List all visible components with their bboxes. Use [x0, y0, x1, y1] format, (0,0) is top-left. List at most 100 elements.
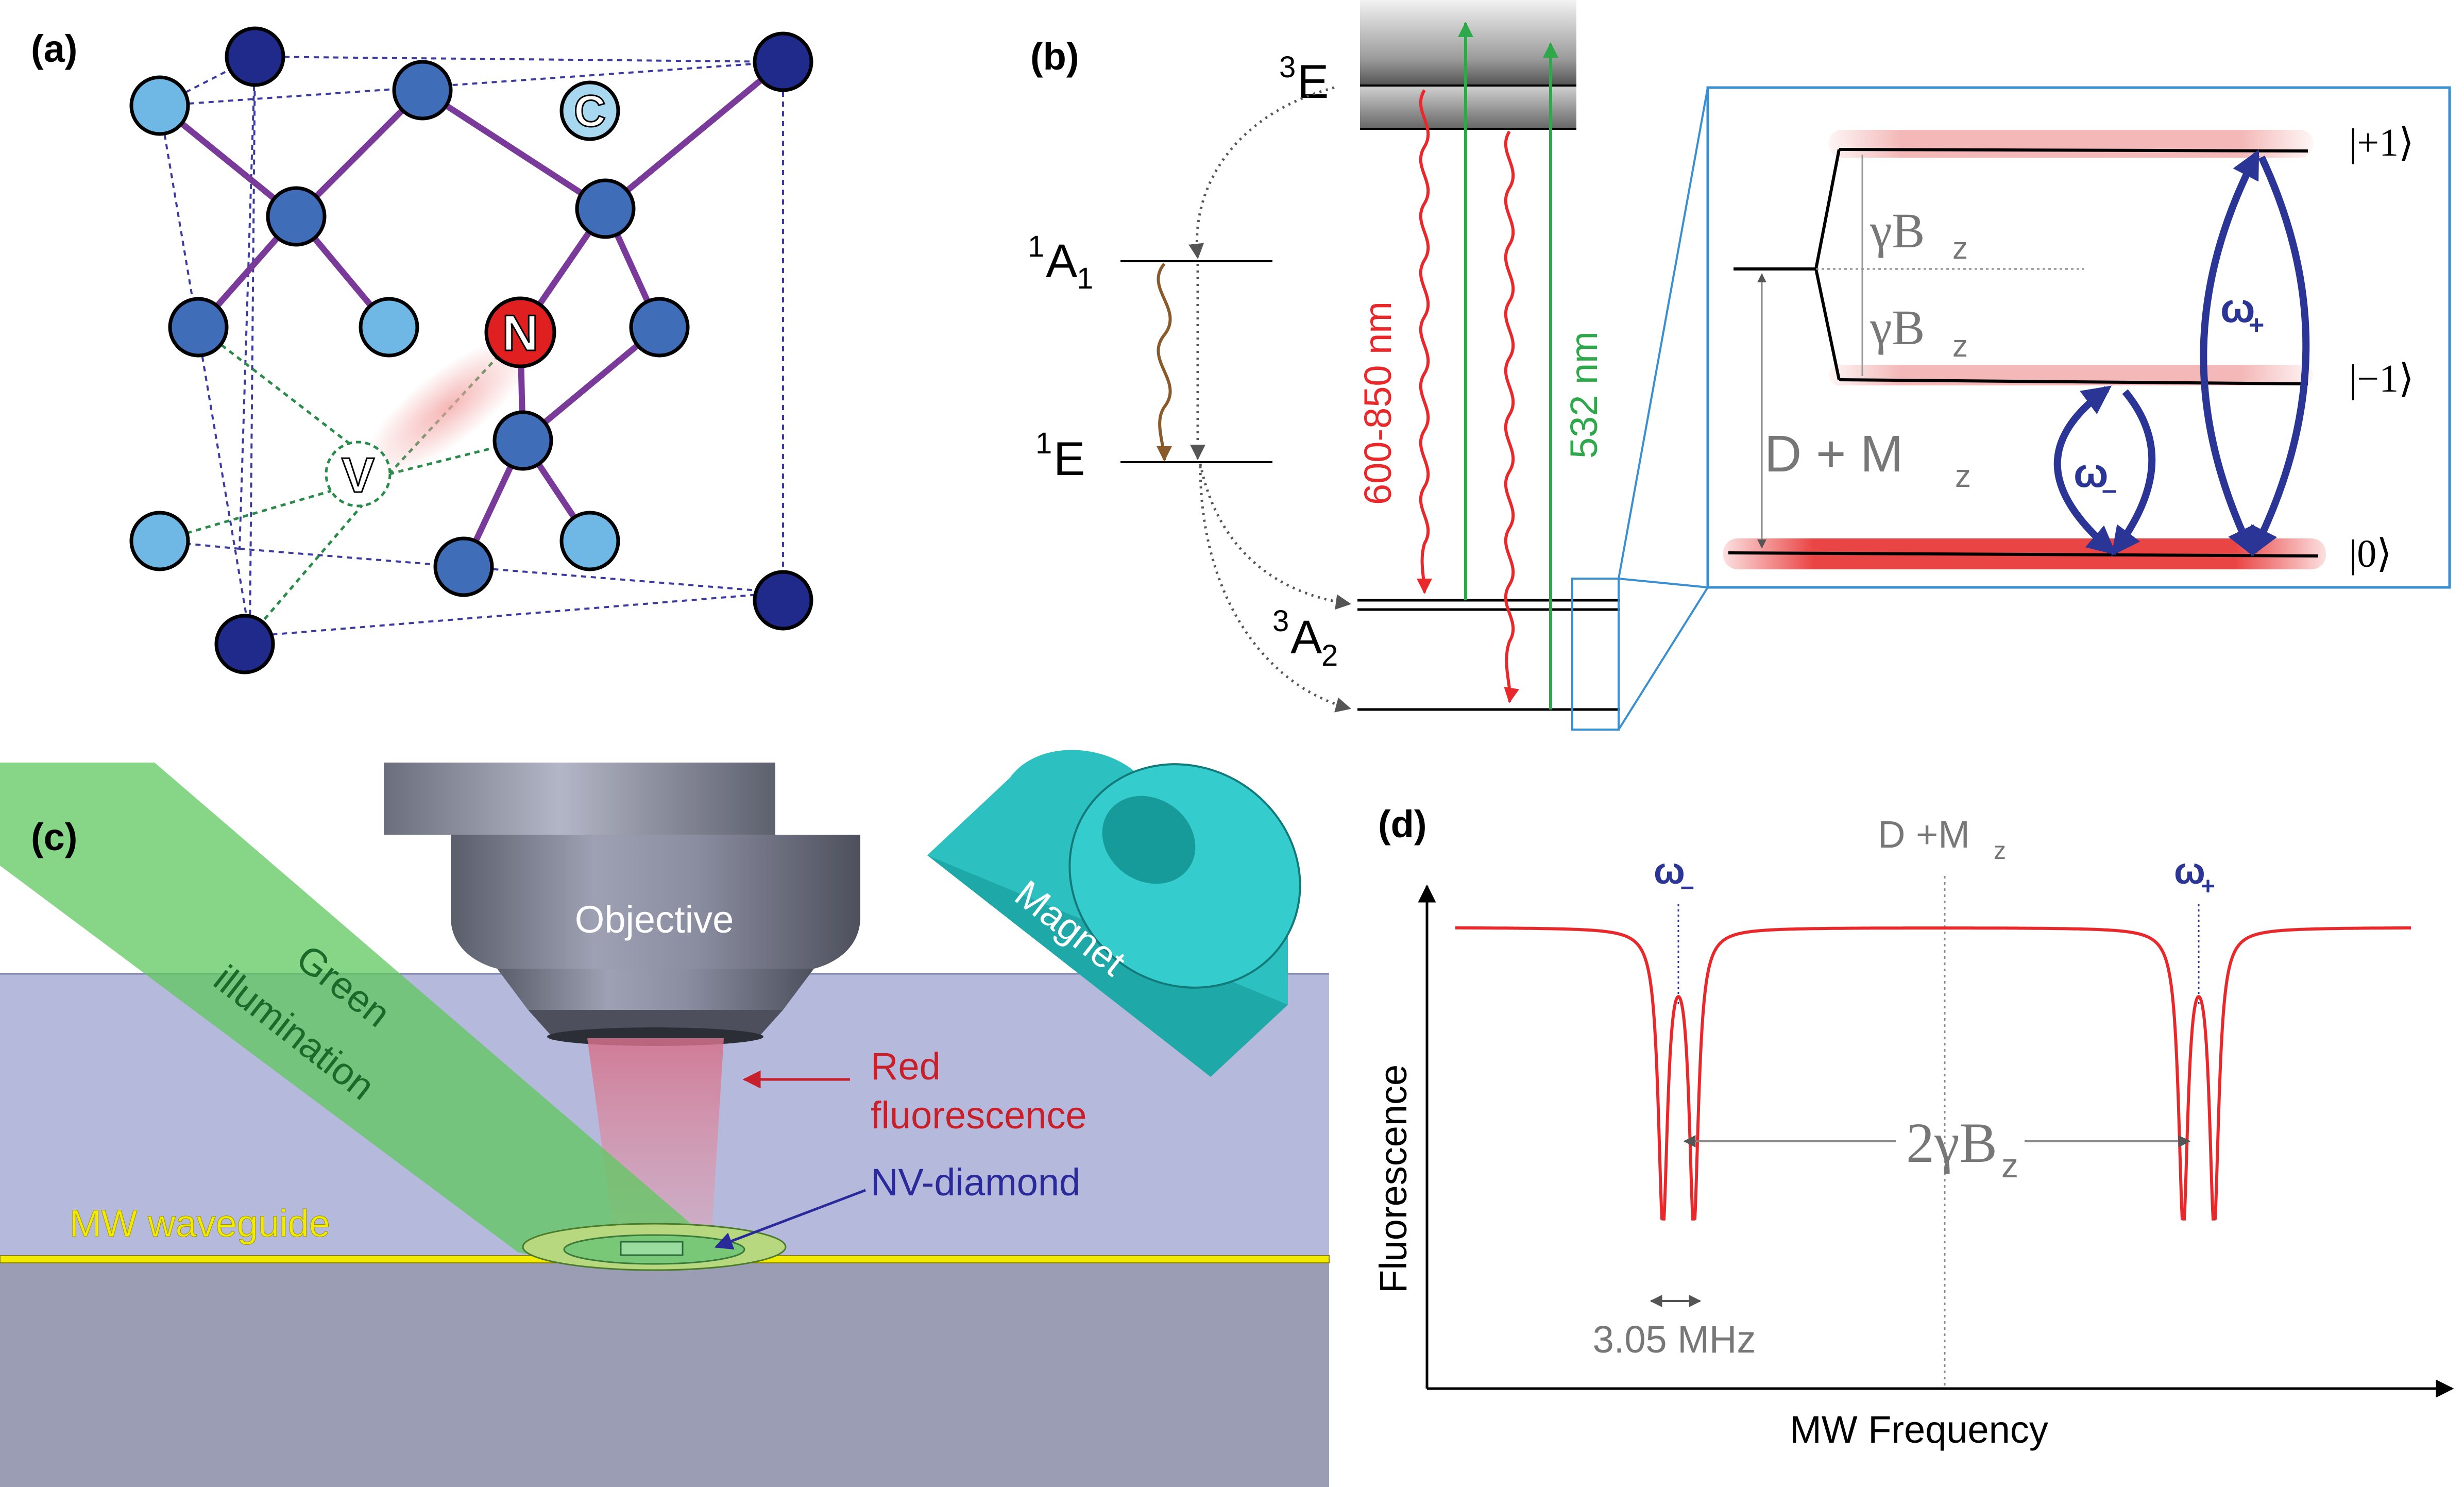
panel-c-label: (c)	[31, 816, 77, 858]
carbon-atom	[433, 536, 494, 597]
ground-triplet-sup: 3	[1272, 604, 1289, 638]
carbon-atom	[214, 614, 275, 674]
omega-plus-arrow	[2200, 149, 2260, 557]
singlet-a1-text: A	[1046, 235, 1078, 288]
zeeman-upper-sub: z	[1952, 231, 1968, 265]
omega-minus-label: ω –	[2074, 450, 2117, 505]
singlet-a1-sup: 1	[1028, 230, 1044, 263]
vacancy-label: V	[342, 448, 375, 503]
zero-field-label: D + M z	[1764, 425, 1971, 494]
nv-diamond-chip	[620, 1241, 684, 1256]
center-frequency-text: D +M	[1878, 813, 1970, 856]
nv-axis-glow	[364, 337, 533, 477]
nitrogen-label: N	[502, 305, 539, 361]
carbon-atom	[359, 297, 419, 358]
red-fluorescence-label-2: fluorescence	[871, 1094, 1087, 1137]
excited-band-upper	[1360, 0, 1576, 85]
vacancy-site	[325, 441, 392, 508]
odmr-spectrum-line	[1455, 926, 2411, 1221]
zeeman-lower-sub: z	[1952, 329, 1968, 363]
nv-diamond-pointer	[714, 1189, 866, 1250]
state-zero-label: |0⟩	[2349, 532, 2392, 576]
y-axis-label: Fluorescence	[1372, 1064, 1415, 1293]
emission-wavelength-label: 600-850 nm	[1356, 301, 1399, 505]
omega-plus-text: ω	[2220, 285, 2255, 331]
emission-arrow	[1504, 130, 1519, 703]
carbon-atom	[575, 178, 636, 239]
state-plus-label: |+1⟩	[2349, 121, 2414, 164]
spin-inset: γB z γB z D + M z ω – ω +	[1706, 86, 2451, 589]
zoom-connector	[1618, 578, 1708, 588]
omega-minus-arrow	[2053, 385, 2117, 555]
carbon-atom	[753, 570, 813, 631]
splitting-label: 2γB z	[1906, 1111, 2018, 1185]
omega-plus-peak-text: ω	[2174, 851, 2205, 892]
omega-plus-sub: +	[2249, 310, 2264, 340]
objective-lens	[384, 763, 860, 1046]
panel-a: (a)	[31, 26, 813, 674]
excitation-wavelength-label: 532 nm	[1562, 331, 1605, 459]
omega-minus-peak-sub: –	[1680, 873, 1694, 900]
zeeman-upper-label: γB z	[1870, 203, 1968, 265]
panel-c: (c) Objective Magnet Green illumination …	[0, 750, 1330, 1487]
objective-label: Objective	[575, 898, 734, 941]
ground-triplet-sub: 2	[1321, 639, 1338, 672]
nv-diamond-label: NV-diamond	[871, 1161, 1080, 1204]
center-frequency-label: D +M z	[1878, 813, 2006, 865]
magnet-bore	[1102, 796, 1196, 884]
zoom-box	[1571, 578, 1620, 731]
carbon-atom	[168, 297, 229, 358]
panel-d-label: (d)	[1378, 803, 1427, 846]
zero-field-text: D + M	[1764, 425, 1903, 483]
zoom-connector	[1618, 87, 1709, 579]
singlet-e-sup: 1	[1035, 427, 1052, 460]
carbon-atom	[559, 511, 620, 571]
objective-tip	[497, 969, 814, 1010]
ground-triplet-label: 3 A 2	[1272, 604, 1338, 672]
zeeman-lower-text: γB	[1870, 300, 1925, 355]
splitting-sub: z	[2001, 1146, 2018, 1185]
zeeman-lower-label: γB z	[1870, 300, 1968, 363]
magnet	[927, 750, 1301, 1077]
base-layer	[0, 1262, 1329, 1487]
omega-plus-arrow	[2250, 156, 2310, 557]
carbon-atom	[629, 297, 690, 358]
carbon-atom	[225, 26, 285, 87]
green-illumination-beam	[0, 763, 706, 1257]
waveguide-label: MW waveguide	[70, 1202, 330, 1245]
x-axis-label: MW Frequency	[1790, 1408, 2048, 1451]
carbon-atom	[492, 410, 553, 471]
carbon-atom	[753, 31, 813, 92]
hyperfine-label: 3.05 MHz	[1593, 1318, 1756, 1361]
zeeman-split-lines	[1814, 149, 1841, 380]
ground-triplet-text: A	[1290, 611, 1322, 664]
panel-b: (b) 3 E 1 A 1 1 E 3 A 2	[1028, 0, 2451, 731]
excited-triplet-sup: 3	[1279, 50, 1296, 84]
singlet-a1-label: 1 A 1	[1028, 230, 1093, 295]
omega-minus-text: ω	[2074, 450, 2109, 496]
splitting-text: 2γB	[1906, 1111, 1997, 1174]
state-minus-label: |−1⟩	[2349, 357, 2414, 400]
carbon-atom	[129, 75, 190, 136]
objective-body-top	[384, 763, 775, 835]
atoms	[129, 26, 813, 674]
zoom-connector	[1618, 586, 1709, 731]
excited-triplet-label: 3 E	[1279, 50, 1329, 108]
singlet-a1-sub: 1	[1077, 262, 1093, 295]
omega-plus-peak-sub: +	[2201, 873, 2215, 900]
nitrogen-atom	[484, 296, 556, 368]
singlet-e-label: 1 E	[1035, 427, 1085, 485]
omega-minus-peak-label: ω –	[1654, 851, 1694, 900]
center-frequency-sub: z	[1994, 837, 2006, 865]
omega-minus-sub: –	[2102, 475, 2117, 505]
emission-arrow	[1416, 89, 1432, 594]
state-plus-band	[1829, 130, 2313, 158]
panel-d: (d) Fluorescence MW Frequency D +M z ω –…	[1372, 803, 2454, 1451]
panel-b-label: (b)	[1030, 35, 1079, 78]
omega-minus-arrow	[2111, 389, 2156, 556]
carbon-atom	[392, 60, 453, 121]
carbon-atom	[129, 511, 190, 571]
state-zero-line	[1728, 551, 2319, 557]
state-plus-line	[1839, 148, 2308, 153]
